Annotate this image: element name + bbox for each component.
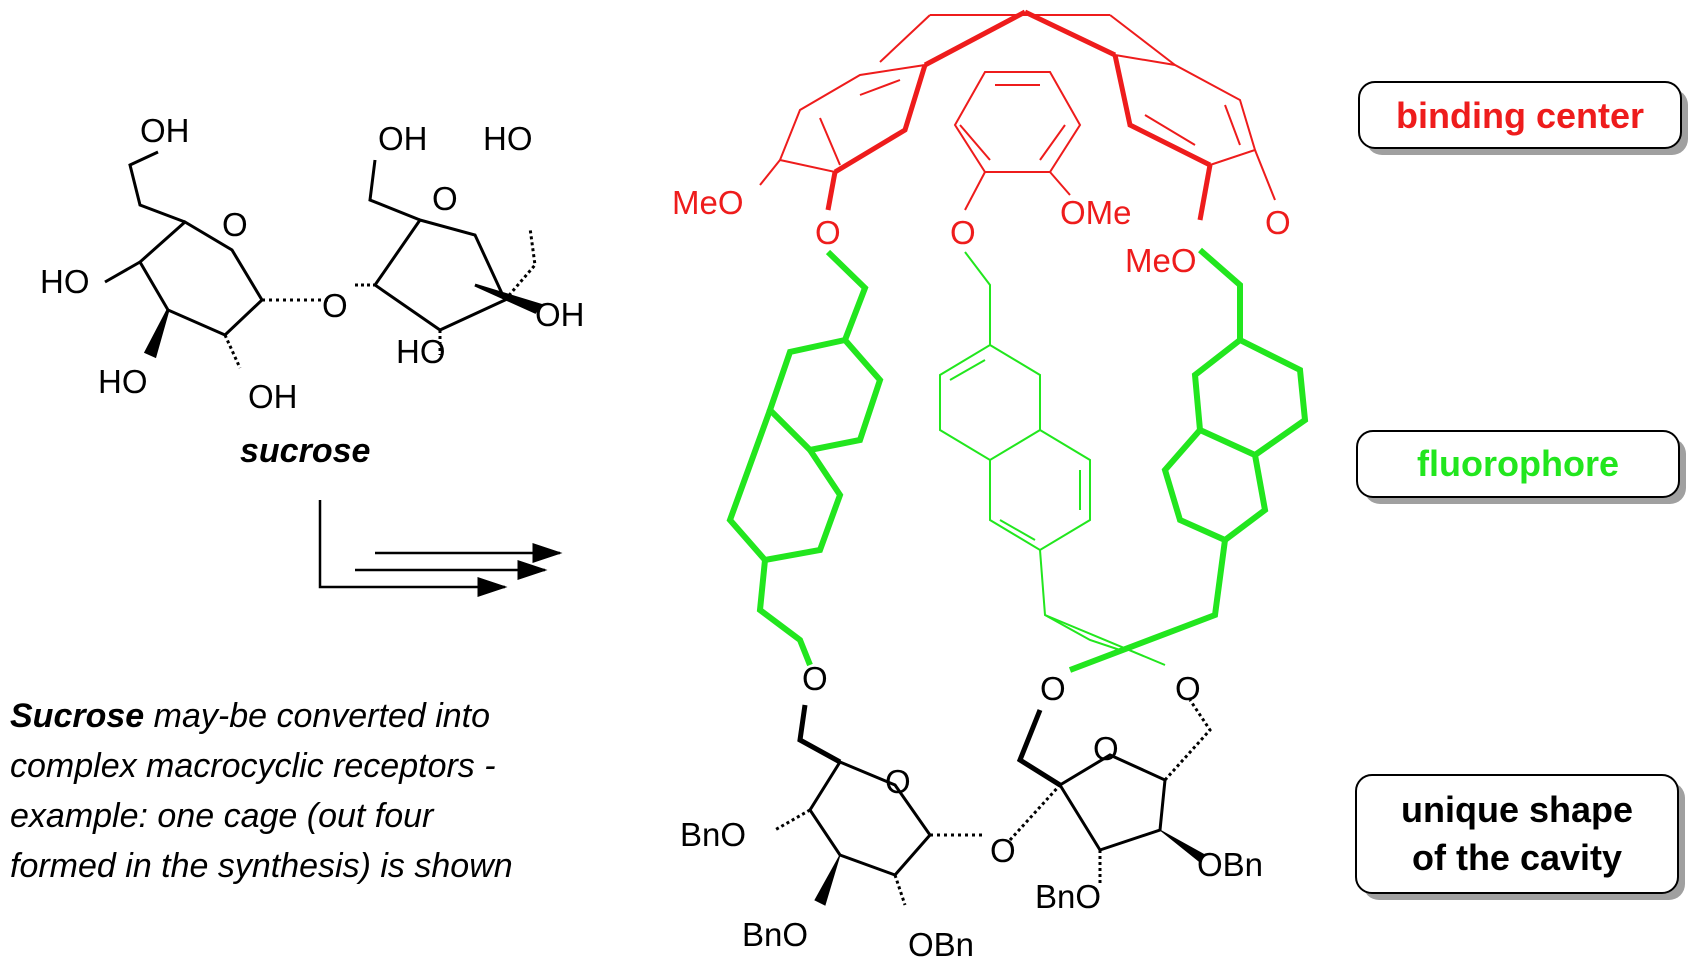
cage-atom-obn-2: OBn [1197,846,1263,883]
caption-line-3: example: one cage (out four [10,797,435,835]
cage-atom-bno-3: BnO [1035,878,1101,915]
cage-atom-bno-1: BnO [680,816,746,853]
caption-line-1-rest: may-be converted into [144,697,490,735]
sucrose-atom-oh-3: OH [378,120,428,157]
binding-center-structure [759,9,1276,221]
cage-atom-o-ring-glucose: O [885,763,911,800]
sucrose-atom-ho-4: HO [396,333,446,370]
label-fluorophore-text: fluorophore [1417,443,1619,484]
cage-atom-meo-right: MeO [1125,242,1197,279]
cage-atom-o-glycosidic: O [990,832,1016,869]
cage-atom-o-ring-fructose: O [1093,730,1119,767]
sucrose-atom-o-glycosidic: O [322,287,348,324]
caption-line-2: complex macrocyclic receptors - [10,747,496,785]
cage-atom-obn-1: OBn [908,926,974,963]
sucrose-atom-oh-4: OH [535,296,585,333]
sucrose-structure [104,150,543,369]
cage-sucrose-base [774,699,1212,906]
cage-atom-o-linker-left: O [802,660,828,697]
cage-atom-o-linker-right: O [1175,670,1201,707]
label-cavity-shape: unique shape of the cavity [1355,774,1685,900]
sucrose-atom-o-ring-1: O [222,206,248,243]
sucrose-atom-oh-1: OH [140,112,190,149]
sucrose-atom-ho-2: HO [98,363,148,400]
caption-bold-sucrose: Sucrose [10,697,144,735]
cage-atom-o-linker-middle: O [1040,670,1066,707]
fluorophore-structure [726,247,1309,673]
label-fluorophore: fluorophore [1356,430,1686,504]
sucrose-atom-oh-2: OH [248,378,298,415]
cage-atom-o-right: O [1265,204,1291,241]
label-binding-center-text: binding center [1396,95,1644,136]
cage-atom-ome-middle: OMe [1060,194,1132,231]
sucrose-atom-o-ring-2: O [432,180,458,217]
sucrose-atom-ho-3: HO [483,120,533,157]
sucrose-atom-ho-1: HO [40,263,90,300]
cage-atom-meo-left: MeO [672,184,744,221]
caption-line-1: Sucrose may-be converted into [10,697,490,735]
reaction-arrows [318,500,563,597]
cage-atom-o-middle: O [950,214,976,251]
sucrose-name: sucrose [240,432,370,470]
label-cavity-shape-line-2: of the cavity [1412,837,1622,878]
caption-line-4: formed in the synthesis) is shown [10,847,513,885]
cage-atom-o-left: O [815,214,841,251]
cage-atom-bno-2: BnO [742,916,808,953]
label-cavity-shape-line-1: unique shape [1401,789,1633,830]
label-binding-center: binding center [1358,81,1688,155]
